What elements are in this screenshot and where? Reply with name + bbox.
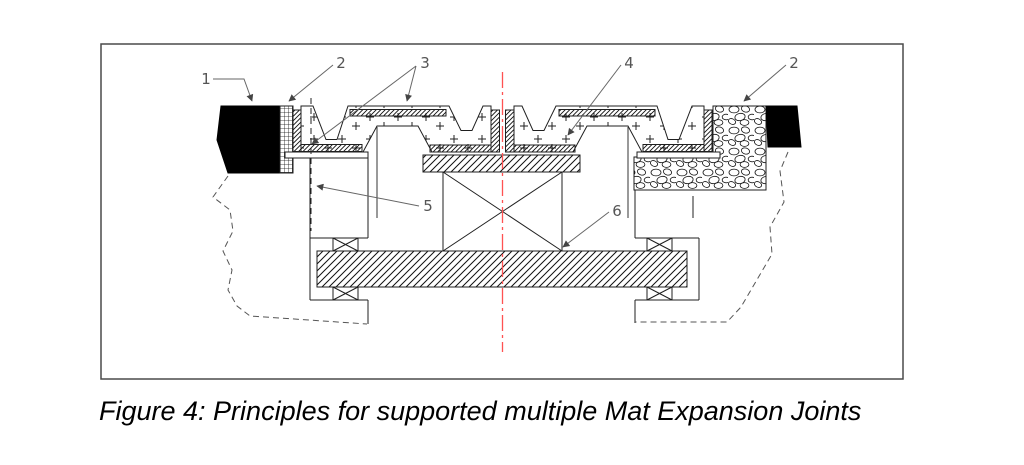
break-line-right bbox=[635, 151, 789, 323]
mat-element-right bbox=[513, 105, 705, 153]
callout-4: 4 bbox=[624, 54, 634, 72]
callout-5: 5 bbox=[423, 197, 433, 215]
centre-rib-right bbox=[505, 109, 515, 153]
leader-3b bbox=[405, 65, 417, 102]
callout-2-left: 2 bbox=[336, 54, 346, 72]
callout-3: 3 bbox=[420, 54, 430, 72]
centre-rib-left bbox=[490, 109, 500, 153]
bearing-left-bottom bbox=[332, 286, 359, 301]
bearing-right-top bbox=[646, 237, 673, 252]
embedded-top-plate-right bbox=[558, 109, 656, 117]
leader-2-left bbox=[288, 64, 334, 102]
figure-caption: Figure 4: Principles for supported multi… bbox=[99, 396, 862, 426]
abutment-left-outline bbox=[309, 158, 369, 324]
leader-2-right bbox=[743, 64, 787, 102]
edge-angle-left bbox=[292, 109, 363, 152]
break-line-left bbox=[212, 175, 368, 325]
rib-flange-right bbox=[513, 144, 576, 153]
drawing-border bbox=[100, 43, 904, 380]
approach-pavement-left bbox=[216, 105, 281, 174]
approach-pavement-right bbox=[765, 105, 802, 148]
abutment-right-outline bbox=[634, 190, 700, 323]
leader-6 bbox=[562, 211, 610, 248]
leader-3a bbox=[311, 65, 417, 145]
support-top-plate bbox=[422, 154, 581, 173]
bedding-plate-left bbox=[284, 151, 369, 159]
bearing-right-bottom bbox=[646, 286, 673, 301]
callout-6: 6 bbox=[612, 202, 622, 220]
callout-leaders bbox=[213, 64, 787, 248]
edge-angle-right bbox=[642, 109, 713, 152]
leader-4 bbox=[567, 64, 622, 136]
leader-1 bbox=[213, 78, 254, 102]
bedding-plate-right bbox=[636, 151, 721, 159]
rib-flange-left bbox=[429, 144, 492, 153]
bearing-left-top bbox=[332, 237, 359, 252]
callout-2-right: 2 bbox=[789, 54, 799, 72]
mat-element-left bbox=[300, 105, 492, 153]
embedded-top-plate-left bbox=[349, 109, 447, 117]
leader-5 bbox=[316, 183, 420, 207]
callout-1: 1 bbox=[201, 70, 211, 88]
transition-strip-left bbox=[279, 105, 294, 174]
